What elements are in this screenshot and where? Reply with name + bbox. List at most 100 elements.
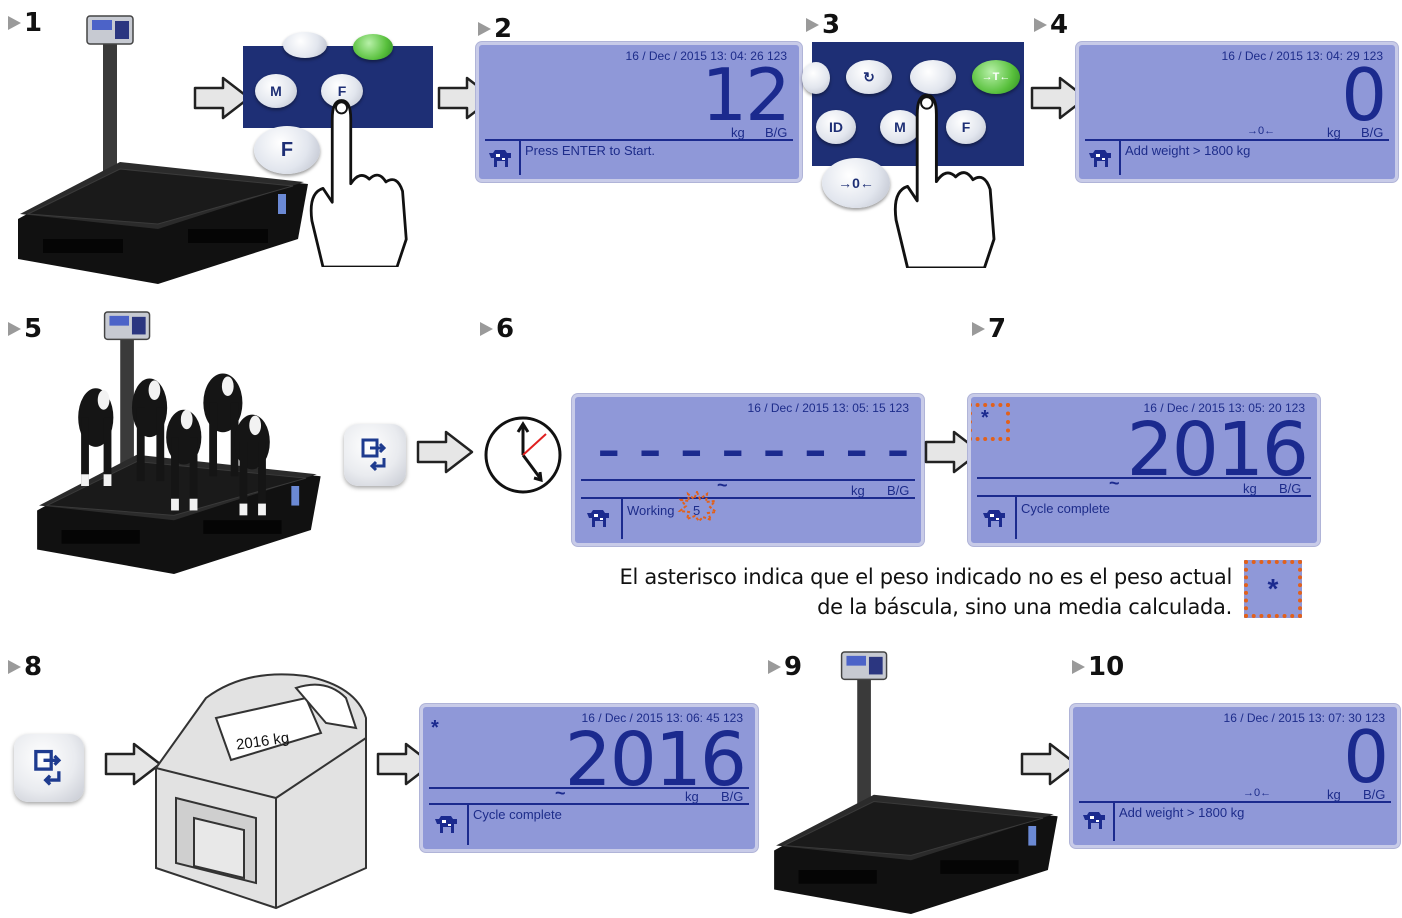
asterisk-legend: *: [1244, 560, 1302, 618]
cow-icon: [1087, 147, 1113, 169]
lcd-weight: 2016: [564, 717, 747, 803]
lcd-mode: B/G: [887, 483, 910, 498]
step-8-label: 8: [8, 652, 42, 682]
print-key[interactable]: [910, 60, 956, 94]
enter-button[interactable]: [14, 734, 84, 802]
lcd-divider: [485, 139, 793, 141]
lcd-panel-step2: 16 / Dec / 2015 13: 04: 26 123 12 kg B/G…: [476, 42, 802, 182]
asterisk-indicator: *: [981, 407, 989, 429]
lcd-mode: B/G: [765, 125, 788, 140]
lcd-header: 16 / Dec / 2015 13: 04: 26 123: [625, 49, 787, 63]
step-5-label: 5: [8, 314, 42, 344]
lcd-panel-step10: 16 / Dec / 2015 13: 07: 30 123 0 →0← kg …: [1070, 704, 1400, 848]
asterisk-note-line1: El asterisco indica que el peso indicado…: [619, 565, 1233, 589]
lcd-mode: B/G: [1361, 125, 1384, 140]
lcd-panel-step8: 16 / Dec / 2015 13: 06: 45 123 * 2016 ~ …: [420, 704, 758, 852]
lcd-divider: [1079, 801, 1391, 803]
asterisk-highlight: [971, 403, 1010, 441]
cow-icon: [433, 813, 459, 835]
lcd-weight: 0: [1341, 53, 1387, 137]
step-9-label: 9: [768, 652, 802, 682]
asterisk-indicator: *: [431, 717, 439, 739]
cow-icon: [981, 507, 1007, 529]
cow-icon: [585, 507, 611, 529]
lcd-unit: kg: [1243, 481, 1257, 496]
step-7-label: 7: [972, 314, 1006, 344]
lcd-divider: [977, 477, 1311, 479]
lcd-divider: [581, 479, 915, 481]
lcd-separator: [621, 499, 623, 539]
asterisk-note: El asterisco indica que el peso indicado…: [560, 562, 1233, 622]
zero-key-large[interactable]: →0←: [822, 158, 890, 208]
lcd-unit: kg: [851, 483, 865, 498]
lcd-separator: [519, 141, 521, 175]
cow-icon: [1081, 809, 1107, 831]
recall-key[interactable]: ↻: [846, 60, 892, 94]
lcd-divider: [429, 787, 749, 789]
enter-icon: [34, 749, 62, 786]
motion-indicator: ~: [1109, 473, 1120, 493]
lcd-mode: B/G: [1279, 481, 1302, 496]
lcd-divider: [429, 803, 749, 805]
lcd-unit: kg: [731, 125, 745, 140]
lcd-separator: [1113, 803, 1115, 841]
lcd-message: Add weight > 1800 kg: [1119, 805, 1245, 820]
printer-illustration: [155, 673, 367, 910]
scale-with-calves-illustration: [14, 310, 334, 574]
step-1-label: 1: [8, 8, 42, 38]
step-6-label: 6: [480, 314, 514, 344]
lcd-divider: [1085, 139, 1389, 141]
clock-icon: [484, 416, 562, 494]
flow-arrow: [416, 430, 474, 474]
lcd-header: 16 / Dec / 2015 13: 04: 29 123: [1221, 49, 1383, 63]
lcd-header: 16 / Dec / 2015 13: 05: 15 123: [747, 401, 909, 415]
tare-key[interactable]: →T←: [972, 60, 1020, 94]
lcd-unit: kg: [685, 789, 699, 804]
lcd-weight: 12: [701, 53, 791, 137]
partial-key[interactable]: [802, 62, 830, 94]
id-key[interactable]: ID: [816, 110, 856, 144]
m-key[interactable]: M: [255, 74, 297, 108]
lcd-mode: B/G: [721, 789, 744, 804]
motion-indicator: ~: [555, 783, 566, 803]
lcd-header: 16 / Dec / 2015 13: 05: 20 123: [1143, 401, 1305, 415]
lcd-separator: [1015, 497, 1017, 539]
lcd-dashes: – – – – – – – –: [597, 425, 911, 476]
top-key[interactable]: [283, 32, 327, 58]
cow-icon: [487, 147, 513, 169]
lcd-unit: kg: [1327, 125, 1341, 140]
lcd-panel-step7: 16 / Dec / 2015 13: 05: 20 123 * 2016 ~ …: [968, 394, 1320, 546]
enter-icon: [361, 438, 387, 472]
lcd-message: Press ENTER to Start.: [525, 143, 656, 158]
step-2-label: 2: [478, 14, 512, 44]
lcd-divider: [977, 495, 1311, 497]
lcd-message: Cycle complete: [1021, 501, 1110, 516]
asterisk-note-line2: de la báscula, sino una media calculada.: [817, 595, 1232, 619]
zero-indicator: →0←: [1243, 787, 1272, 799]
countdown-value: 5: [693, 503, 701, 518]
lcd-weight: 2016: [1126, 407, 1309, 493]
hand-icon: [886, 76, 1006, 268]
m-key[interactable]: M: [880, 110, 920, 144]
f-key-large[interactable]: F: [254, 126, 320, 174]
step-3-label: 3: [806, 10, 840, 40]
lcd-panel-step6: 16 / Dec / 2015 13: 05: 15 123 – – – – –…: [572, 394, 924, 546]
motion-indicator: ~: [717, 475, 728, 495]
step-10-label: 10: [1072, 652, 1124, 682]
green-key[interactable]: [353, 34, 393, 60]
lcd-separator: [467, 805, 469, 845]
lcd-message: Cycle complete: [473, 807, 562, 822]
lcd-separator: [1119, 141, 1121, 175]
lcd-panel-step4: 16 / Dec / 2015 13: 04: 29 123 0 →0← kg …: [1076, 42, 1398, 182]
lcd-message: Working: [627, 503, 675, 518]
countdown-burst-icon: [677, 491, 717, 521]
lcd-unit: kg: [1327, 787, 1341, 802]
lcd-mode: B/G: [1363, 787, 1386, 802]
lcd-header: 16 / Dec / 2015 13: 07: 30 123: [1223, 711, 1385, 725]
step-4-label: 4: [1034, 10, 1068, 40]
lcd-header: 16 / Dec / 2015 13: 06: 45 123: [581, 711, 743, 725]
f-key[interactable]: F: [946, 110, 986, 144]
enter-button[interactable]: [344, 424, 406, 486]
lcd-weight: 0: [1343, 715, 1389, 799]
lcd-message: Add weight > 1800 kg: [1125, 143, 1251, 158]
